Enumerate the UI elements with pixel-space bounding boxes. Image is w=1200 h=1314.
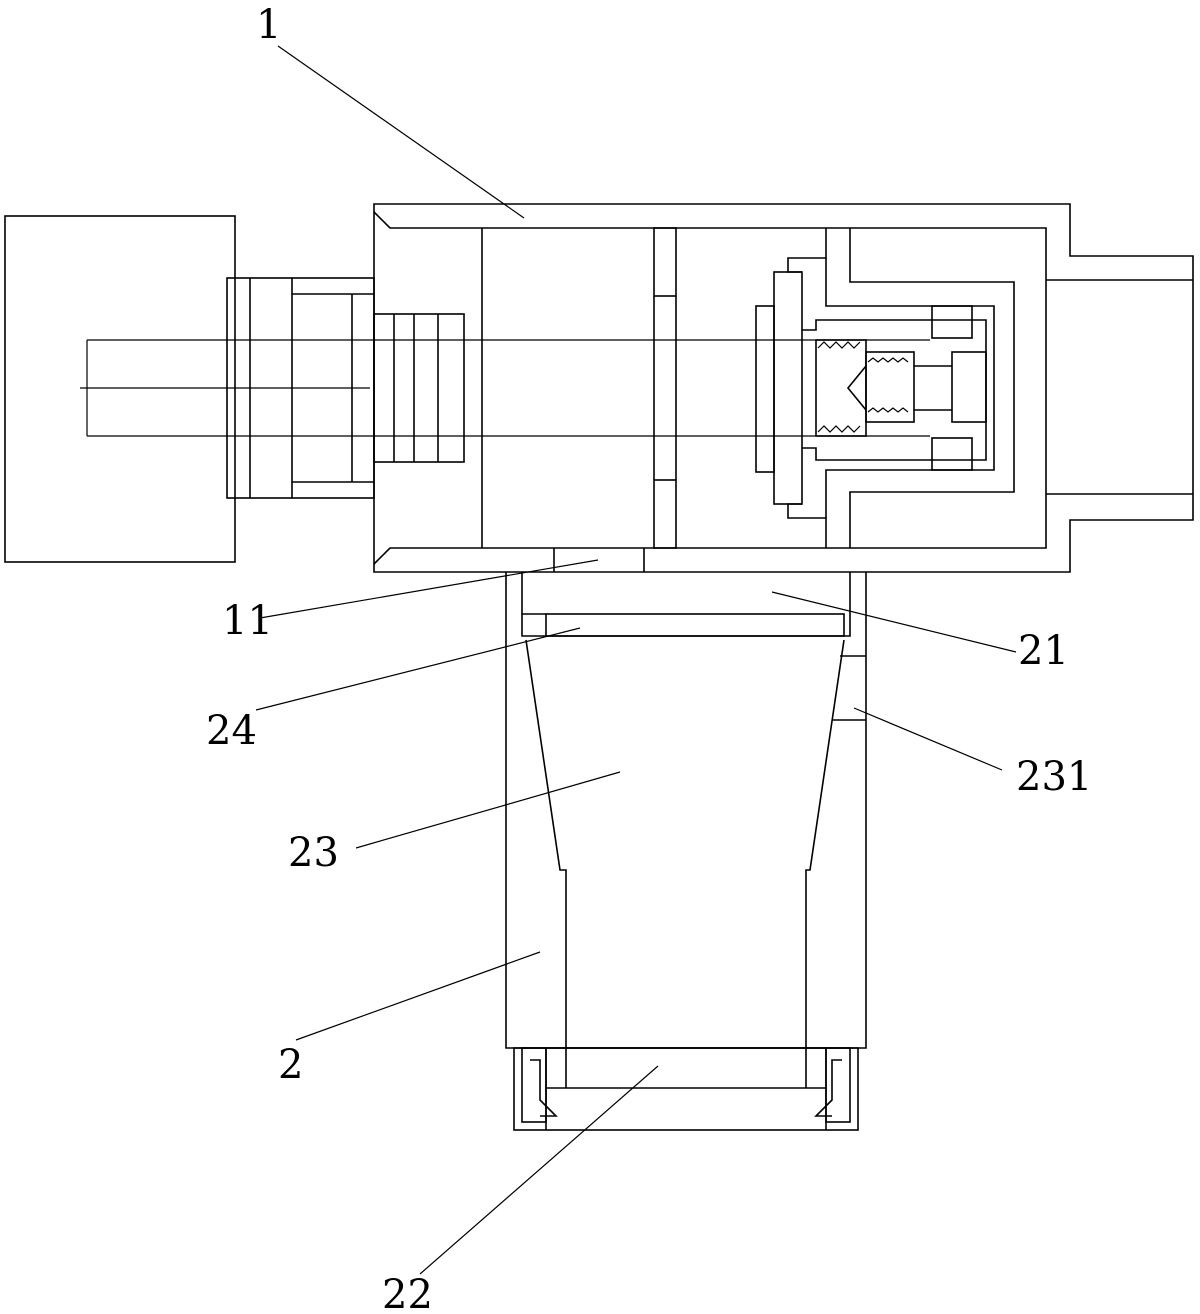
label-1: 1 [256, 2, 281, 48]
label-22: 22 [382, 1272, 433, 1314]
leader-lines [255, 45, 1017, 1275]
label-23: 23 [288, 830, 339, 876]
shaft-lines [80, 339, 930, 437]
label-24: 24 [206, 708, 257, 754]
label-2: 2 [278, 1042, 303, 1088]
part-labels: 1 11 21 24 231 23 2 22 [206, 2, 1092, 1314]
label-21: 21 [1018, 628, 1069, 674]
internal-mechanism [755, 228, 1015, 548]
label-11: 11 [222, 598, 273, 644]
label-231: 231 [1016, 754, 1092, 800]
motor-block [4, 215, 375, 563]
main-housing [373, 203, 1194, 573]
lower-body [505, 572, 867, 1131]
